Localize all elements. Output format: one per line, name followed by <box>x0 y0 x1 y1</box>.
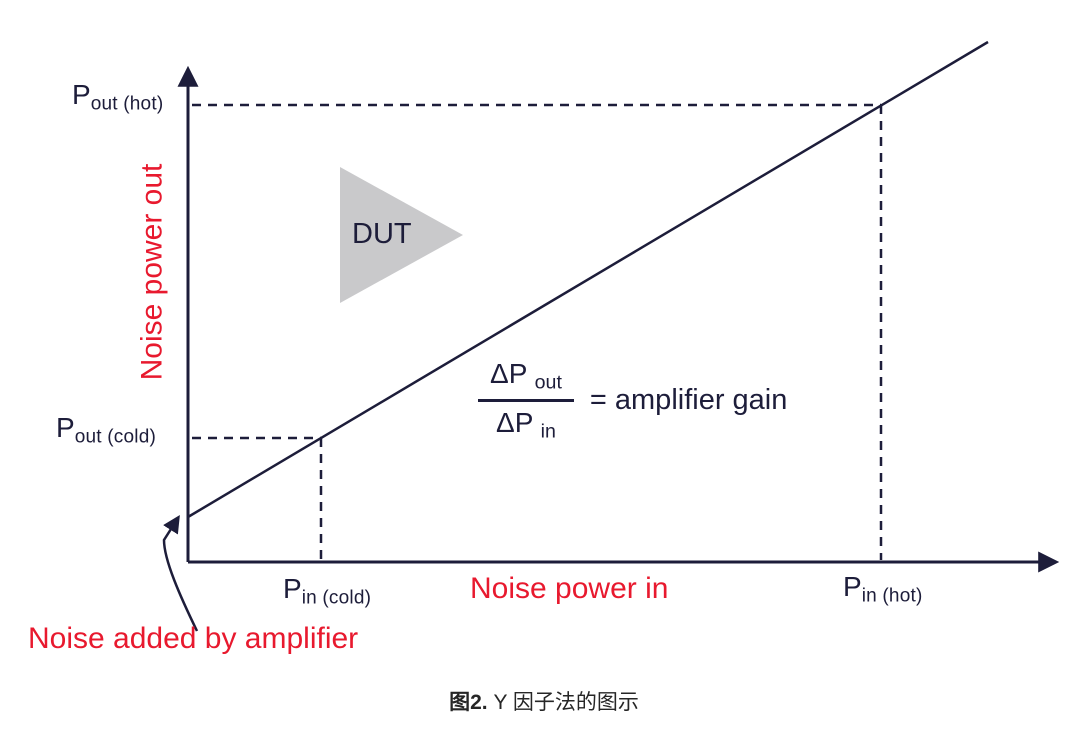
y-axis-title: Noise power out <box>135 163 169 381</box>
dut-label: DUT <box>352 218 412 250</box>
label-pout-hot: Pout (hot) <box>72 79 164 115</box>
pout-hot-sub: out (hot) <box>90 93 164 115</box>
label-pin-cold: Pin (cold) <box>283 573 372 609</box>
numerator-sub: out <box>534 371 562 394</box>
pout-cold-main: P <box>56 412 75 443</box>
pout-cold-sub: out (cold) <box>74 426 157 448</box>
numerator-main: ΔP <box>490 358 527 389</box>
caption-text: Y 因子法的图示 <box>487 691 639 714</box>
formula-denominator: ΔP in <box>484 407 568 443</box>
noise-added-arrow-icon <box>162 515 199 632</box>
formula-result: = amplifier gain <box>589 384 788 417</box>
figure-caption: 图2. Y 因子法的图示 <box>0 686 1088 716</box>
fraction-bar <box>478 399 574 403</box>
x-axis-title: Noise power in <box>470 572 669 605</box>
gain-formula: ΔP out ΔP in = amplifier gain <box>478 358 787 444</box>
denominator-sub: in <box>540 420 556 443</box>
formula-fraction: ΔP out ΔP in <box>478 358 574 444</box>
dut-triangle-icon <box>340 167 463 303</box>
denominator-main: ΔP <box>495 407 533 439</box>
noise-added-annotation: Noise added by amplifier <box>28 622 359 655</box>
pout-hot-main: P <box>72 79 91 110</box>
pin-hot-main: P <box>843 571 862 602</box>
label-pout-cold: Pout (cold) <box>56 412 157 448</box>
pin-cold-main: P <box>283 573 302 604</box>
pin-hot-sub: in (hot) <box>861 585 923 607</box>
formula-numerator: ΔP out <box>478 358 574 394</box>
gain-line <box>187 40 989 519</box>
label-pin-hot: Pin (hot) <box>843 571 923 607</box>
caption-figure-number: 图2. <box>449 691 488 714</box>
pin-cold-sub: in (cold) <box>301 587 372 609</box>
